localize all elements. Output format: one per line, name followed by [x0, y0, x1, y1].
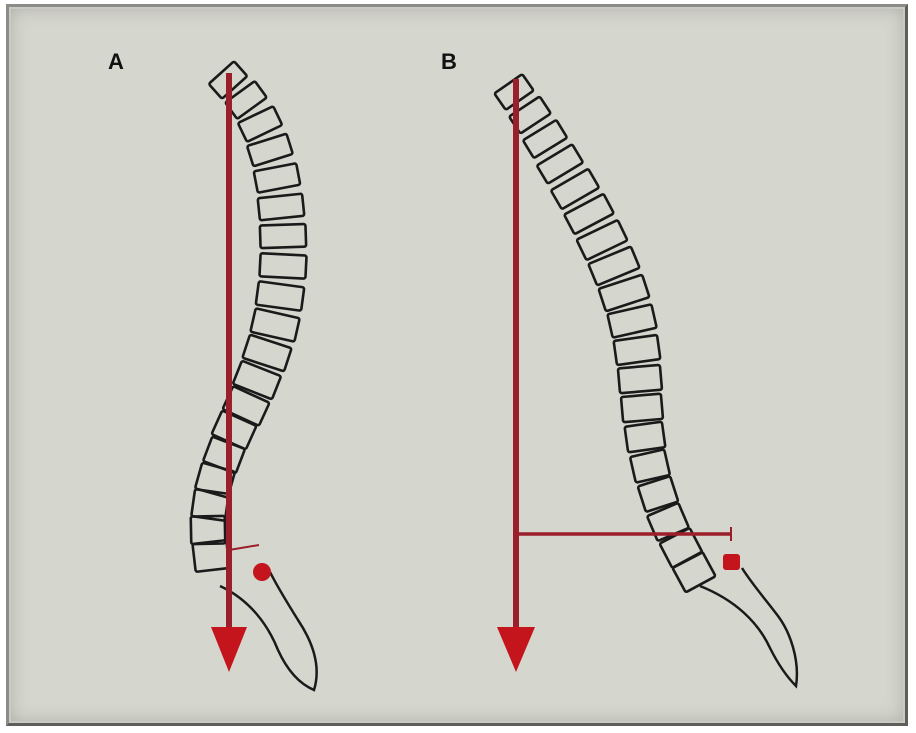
spine-a: [191, 61, 307, 572]
spine-b-vertebra-5: [551, 169, 599, 210]
spine-b-vertebra-14: [625, 422, 666, 453]
spine-b-vertebra-11: [614, 335, 661, 365]
spine-b-vertebra-12: [618, 365, 662, 393]
reference-line-a: [229, 545, 259, 550]
down-arrow-icon: [497, 627, 535, 672]
panel-label-a: A: [108, 49, 124, 75]
sacrum-b: [700, 568, 797, 686]
spine-a-vertebra-9: [256, 281, 305, 311]
spine-b-vertebra-7: [577, 220, 628, 260]
panel-label-b: B: [441, 49, 457, 75]
circle-marker-icon: [723, 554, 740, 570]
spine-a-vertebra-5: [254, 163, 301, 193]
down-arrow-icon: [211, 627, 247, 672]
spine-b-vertebra-6: [564, 194, 614, 234]
spine-b-vertebra-4: [537, 144, 583, 184]
spine-b-vertebra-8: [588, 246, 639, 285]
spine-a-vertebra-12: [233, 361, 281, 400]
spine-a-vertebra-6: [258, 194, 305, 221]
spine-a-vertebra-7: [260, 224, 306, 248]
circle-marker-icon: [253, 563, 271, 581]
spine-b-vertebra-13: [621, 394, 663, 423]
spine-b: [494, 74, 715, 592]
spine-a-vertebra-8: [259, 253, 306, 278]
